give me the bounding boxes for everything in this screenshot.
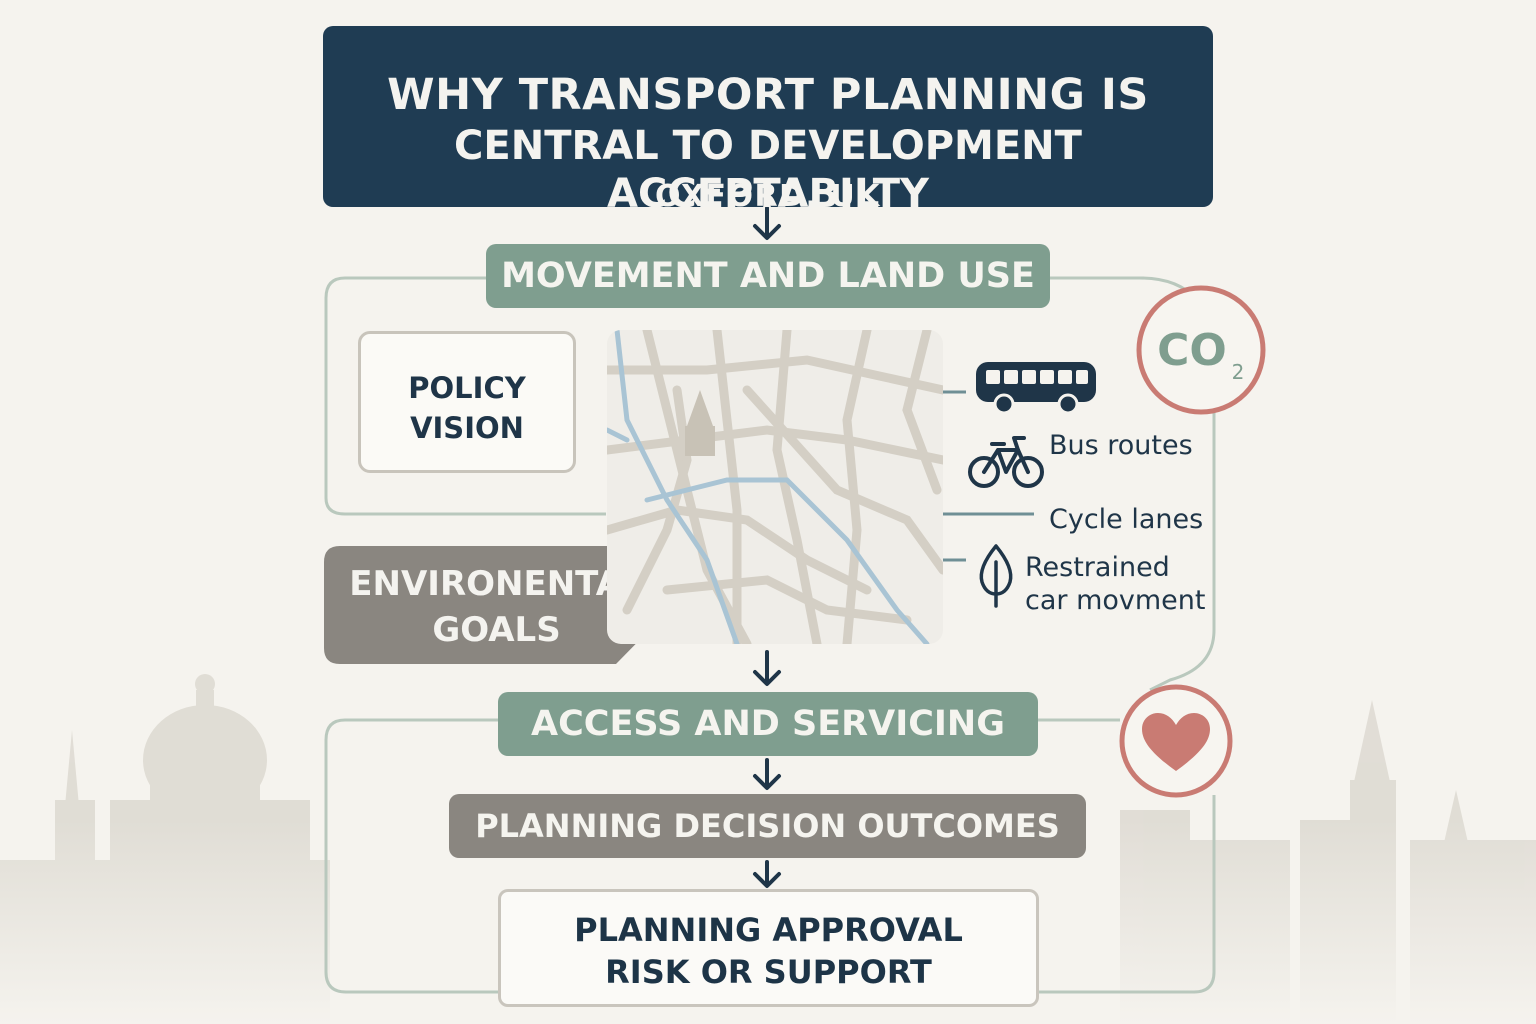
policy-vision-box: POLICY VISION [358, 331, 576, 473]
restrained-car-label-line2: car movment [1025, 585, 1206, 616]
title-banner: WHY TRANSPORT PLANNING IS CENTRAL TO DEV… [323, 26, 1213, 217]
city-map [607, 330, 943, 644]
bus-icon [976, 362, 1096, 414]
policy-vision-line2: VISION [410, 411, 524, 445]
tag-shape [324, 546, 674, 664]
environmental-goals-tag: ENVIRONENTAL GOALS [324, 546, 676, 664]
bus-routes-label: Bus routes [1049, 430, 1193, 461]
co2-subscript: 2 [1232, 360, 1245, 384]
co2-letters: CO [1157, 325, 1227, 376]
planning-approval-box: PLANNING APPROVAL RISK OR SUPPORT [498, 889, 1039, 1007]
restrained-car-label-line1: Restrained [1025, 552, 1170, 583]
co2-icon: CO 2 [1136, 285, 1266, 415]
page-subtitle: OXFORD, UK [654, 179, 881, 214]
cycle-lanes-label: Cycle lanes [1049, 504, 1204, 535]
planning-approval-line2: RISK OR SUPPORT [605, 953, 932, 991]
page-title-line1: WHY TRANSPORT PLANNING IS [387, 70, 1149, 120]
movement-land-use-heading: MOVEMENT AND LAND USE [486, 244, 1050, 308]
planning-approval-line1: PLANNING APPROVAL [574, 911, 963, 949]
access-servicing-heading: ACCESS AND SERVICING [498, 692, 1038, 756]
page-title-line2: CENTRAL TO DEVELOPMENT ACCEPTABILTY [454, 123, 1082, 217]
environmental-goals-line1: ENVIRONENTAL [349, 564, 644, 604]
heart-icon [1119, 684, 1233, 798]
policy-vision-line1: POLICY [408, 371, 526, 405]
environmental-goals-line2: GOALS [432, 610, 561, 650]
planning-decision-outcomes-heading: PLANNING DECISION OUTCOMES [449, 794, 1086, 858]
bicycle-icon [968, 436, 1044, 488]
leaf-icon [979, 544, 1013, 608]
